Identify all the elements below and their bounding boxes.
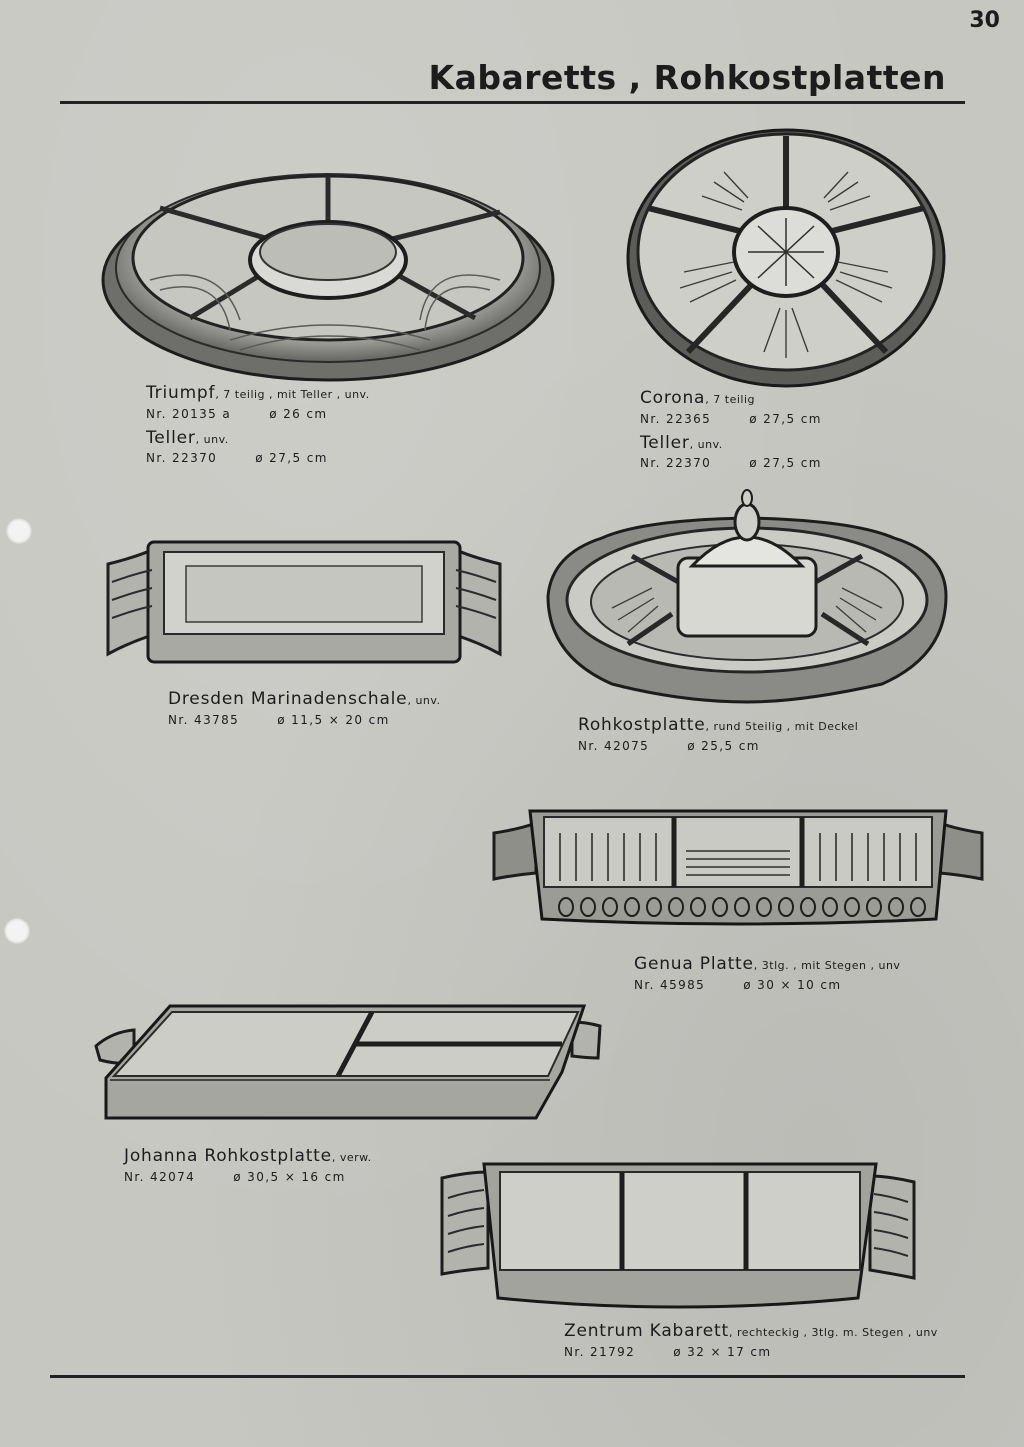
product-size: ø 32 × 17 cm [673,1345,772,1359]
three-part-rectangular-platter-image [92,1002,604,1122]
product-caption-dresden: Dresden Marinadenschale, unv. Nr. 43785 ø… [168,689,441,727]
header-rule [60,101,965,104]
product-caption-genua: Genua Platte, 3tlg. , mit Stegen , unv N… [634,954,901,992]
product-sub-size: ø 27,5 cm [255,451,328,465]
product-name: Dresden Marinadenschale [168,689,408,709]
product-size: ø 27,5 cm [749,412,822,426]
product-name: Rohkostplatte [578,715,706,735]
punch-hole [4,918,30,944]
product-number: Nr. 42075 [578,739,650,753]
covered-round-platter-image [542,488,952,706]
product-detail: , 7 teilig [705,393,756,406]
product-detail: , rechteckig , 3tlg. m. Stegen , unv [728,1326,938,1339]
product-sub-name: Teller [146,428,196,448]
product-sub-size: ø 27,5 cm [749,456,822,470]
star-cut-round-tray-image [624,122,948,390]
product-sub-detail: , unv. [689,438,723,451]
product-name: Corona [640,388,706,408]
footer-rule [50,1375,965,1378]
product-caption-johanna: Johanna Rohkostplatte, verw. Nr. 42074 ø … [124,1146,372,1184]
product-sub-name: Teller [640,433,690,453]
rectangular-dish-image [100,538,508,670]
product-detail: , 7 teilig , mit Teller , unv. [215,388,370,401]
rectangular-cabaret-tray-image [438,1158,918,1318]
product-size: ø 11,5 × 20 cm [277,713,390,727]
product-name: Johanna Rohkostplatte [124,1146,332,1166]
page-number: 30 [969,8,1000,33]
product-size: ø 26 cm [269,407,328,421]
product-number: Nr. 45985 [634,978,706,992]
product-detail: , 3tlg. , mit Stegen , unv [753,959,901,972]
product-caption-rohkostplatte: Rohkostplatte, rund 5teilig , mit Deckel… [578,715,859,753]
product-caption-zentrum: Zentrum Kabarett, rechteckig , 3tlg. m. … [564,1321,938,1359]
product-size: ø 30 × 10 cm [743,978,842,992]
product-number: Nr. 42074 [124,1170,196,1184]
round-divided-tray-image [100,140,555,385]
product-number: Nr. 43785 [168,713,240,727]
product-size: ø 30,5 × 16 cm [233,1170,346,1184]
product-detail: , unv. [407,694,441,707]
product-sub-number: Nr. 22370 [640,456,712,470]
product-name: Zentrum Kabarett [564,1321,729,1341]
product-sub-detail: , unv. [195,433,229,446]
three-part-cut-glass-tray-image [490,803,986,931]
punch-hole [6,518,32,544]
product-name: Genua Platte [634,954,754,974]
page-title: Kabaretts , Rohkostplatten [428,58,946,97]
product-number: Nr. 21792 [564,1345,636,1359]
product-caption-triumpf: Triumpf, 7 teilig , mit Teller , unv. Nr… [146,383,370,465]
product-detail: , verw. [331,1151,372,1164]
product-number: Nr. 22365 [640,412,712,426]
product-sub-number: Nr. 22370 [146,451,218,465]
product-detail: , rund 5teilig , mit Deckel [705,720,859,733]
product-name: Triumpf [146,383,216,403]
product-caption-corona: Corona, 7 teilig Nr. 22365 ø 27,5 cm Tell… [640,388,822,470]
product-size: ø 25,5 cm [687,739,760,753]
product-number: Nr. 20135 a [146,407,232,421]
